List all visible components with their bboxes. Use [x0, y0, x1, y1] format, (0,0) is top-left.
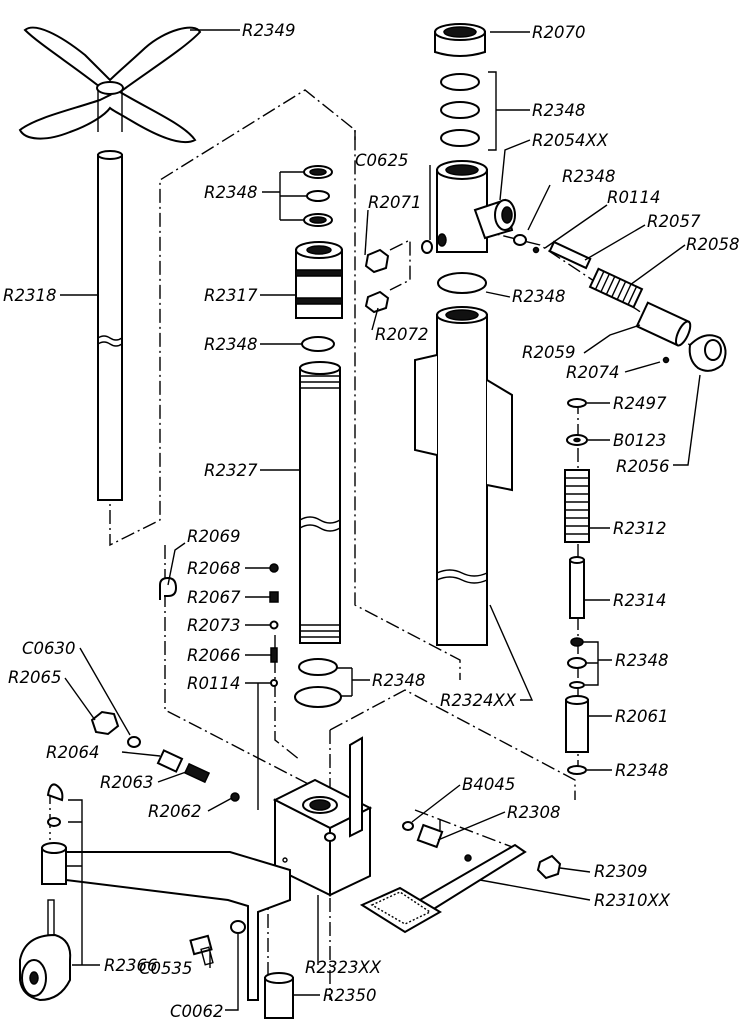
valve-sleeve-part: [295, 241, 343, 319]
label-r2066: R2066: [187, 646, 240, 665]
label-r2054xx: R2054XX: [532, 131, 609, 150]
caster-leg-part: [19, 783, 291, 1002]
label-r2069: R2069: [187, 527, 240, 546]
outer-cylinder-part: [414, 306, 513, 646]
label-r2059: R2059: [522, 343, 575, 362]
small-valve-parts: [159, 563, 279, 687]
shaft-part: [97, 150, 123, 501]
pump-head-part: [436, 160, 516, 253]
label-r2310xx: R2310XX: [594, 891, 671, 910]
left-valve-parts: [90, 710, 240, 802]
label-b4045: B4045: [462, 775, 515, 794]
label-r2348-g: R2348: [615, 651, 668, 670]
label-r2349: R2349: [242, 21, 295, 40]
label-r2348-e: R2348: [562, 167, 615, 186]
seal-stack-upper: [303, 165, 333, 227]
label-r2308: R2308: [507, 803, 560, 822]
label-r2062: R2062: [148, 802, 201, 821]
inner-tube-part: [299, 361, 341, 644]
label-r2366: R2366: [104, 956, 157, 975]
label-c0625: C0625: [355, 151, 409, 170]
pump-base-part: [272, 736, 373, 897]
label-r2068: R2068: [187, 559, 240, 578]
oring-r2348-c2: [294, 686, 342, 708]
label-r2063: R2063: [100, 773, 153, 792]
label-r2061: R2061: [615, 707, 668, 726]
label-r2072: R2072: [375, 325, 428, 344]
label-r2073: R2073: [187, 616, 240, 635]
label-r2318: R2318: [3, 286, 56, 305]
right-valve-parts: [513, 234, 727, 372]
label-r0114-b: R0114: [607, 188, 660, 207]
side-fittings: [364, 240, 433, 314]
label-r2064: R2064: [46, 743, 99, 762]
label-r2314: R2314: [613, 591, 666, 610]
label-r2317: R2317: [204, 286, 258, 305]
label-b0123: B0123: [613, 431, 666, 450]
label-r2497: R2497: [613, 394, 667, 413]
pedal-assembly-part: [359, 821, 562, 934]
label-r2348-c: R2348: [372, 671, 425, 690]
label-r2324xx: R2324XX: [440, 691, 517, 710]
label-r2348-b: R2348: [204, 335, 257, 354]
label-r2070: R2070: [532, 23, 585, 42]
label-r2350: R2350: [323, 986, 376, 1005]
assembly-lines: [49, 89, 691, 1000]
label-r2348-d: R2348: [532, 101, 585, 120]
leader-lines: [60, 29, 701, 1011]
oring-r2348-d2: [440, 101, 480, 119]
oring-r2348-b: [301, 336, 335, 352]
label-r2348-h: R2348: [615, 761, 668, 780]
label-r0114-a: R0114: [187, 674, 240, 693]
label-r2067: R2067: [187, 588, 241, 607]
oring-r2348-c1: [298, 658, 338, 676]
label-c0062: C0062: [170, 1002, 224, 1021]
label-r2065: R2065: [8, 668, 61, 687]
right-column-parts: [564, 398, 590, 775]
saddle-part: [18, 26, 202, 144]
label-r2327: R2327: [204, 461, 258, 480]
label-r2312: R2312: [613, 519, 666, 538]
oring-r2348-d1: [440, 73, 480, 91]
label-r2309: R2309: [594, 862, 647, 881]
oring-r2348-d3: [440, 129, 480, 147]
label-r2058: R2058: [686, 235, 739, 254]
label-c0535: C0535: [139, 959, 193, 978]
label-c0630: C0630: [22, 639, 76, 658]
label-r2348-a: R2348: [204, 183, 257, 202]
label-r2071: R2071: [368, 193, 421, 212]
top-nut-part: [434, 23, 486, 57]
label-r2348-f: R2348: [512, 287, 565, 306]
label-r2057: R2057: [647, 212, 701, 231]
oring-r2348-f: [437, 272, 487, 294]
part-labels: R2349 R2318 R2348 R2317 R2348 R2327 R206…: [3, 21, 739, 1021]
bolt-washer-foot: [189, 920, 294, 1019]
label-r2056: R2056: [616, 457, 669, 476]
label-r2074: R2074: [566, 363, 619, 382]
label-r2323xx: R2323XX: [305, 958, 382, 977]
